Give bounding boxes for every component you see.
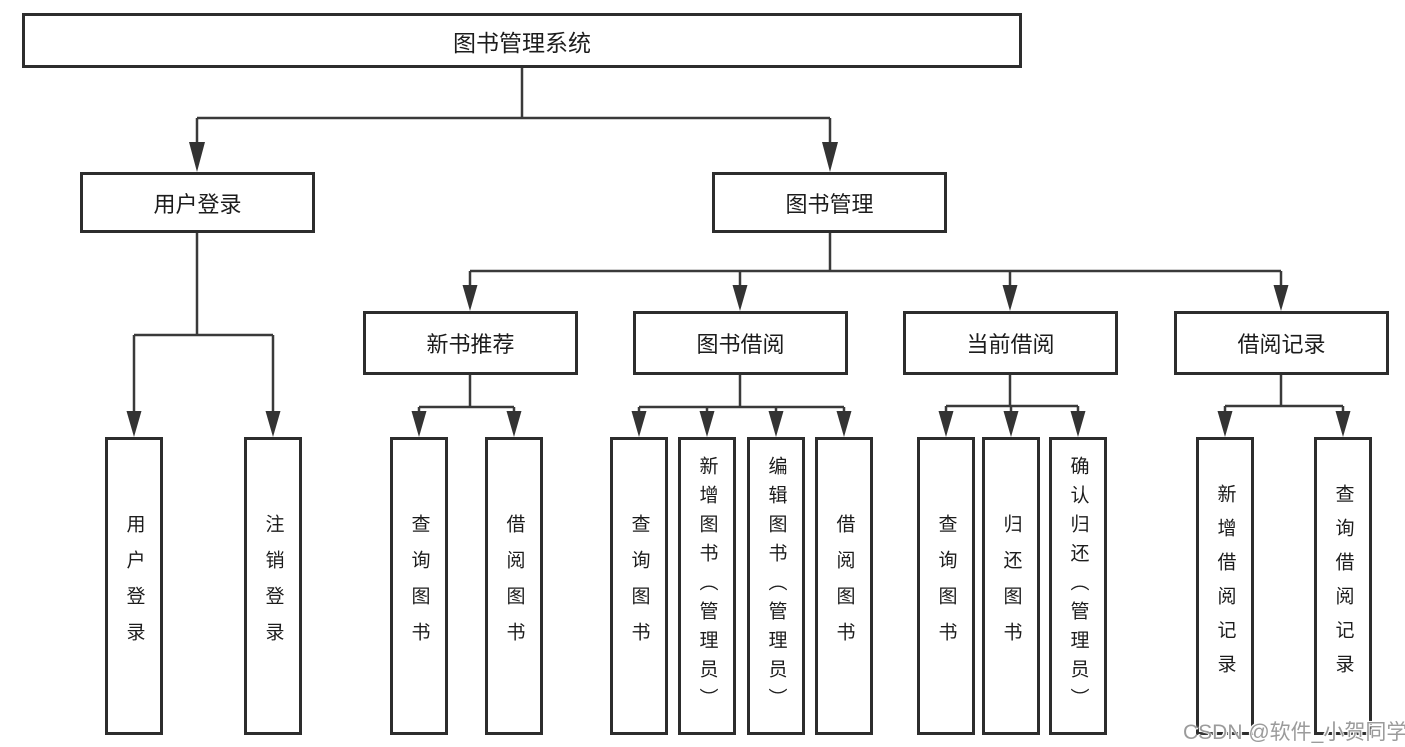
node-borrow-records: 借阅记录: [1174, 311, 1389, 375]
leaf-label: 借阅图书: [503, 514, 525, 658]
csdn-watermark: CSDN @软件_小贺同学: [1183, 721, 1405, 744]
leaf-logout: 注销登录: [244, 437, 302, 735]
leaf-add-borrow-record: 新增借阅记录: [1196, 437, 1254, 735]
leaf-label: 用户登录: [123, 514, 145, 658]
leaf-confirm-return-admin: 确认归还（管理员）: [1049, 437, 1107, 735]
leaf-borrow-books-1: 借阅图书: [485, 437, 543, 735]
arrowheads: [126, 142, 1351, 437]
leaf-label: 查询图书: [628, 514, 650, 658]
leaf-query-books-1: 查询图书: [390, 437, 448, 735]
node-book-borrow: 图书借阅: [633, 311, 848, 375]
node-label: 图书借阅: [696, 332, 785, 357]
node-label: 图书管理系统: [453, 29, 591, 56]
leaf-label: 注销登录: [262, 514, 284, 658]
node-label: 用户登录: [153, 191, 242, 217]
node-label: 借阅记录: [1237, 332, 1326, 357]
leaf-query-books-2: 查询图书: [610, 437, 668, 735]
leaf-borrow-books-2: 借阅图书: [815, 437, 873, 735]
leaf-label: 借阅图书: [833, 514, 855, 658]
leaf-label: 查询图书: [935, 514, 957, 658]
connector-group: [132, 68, 1345, 415]
leaf-query-borrow-record: 查询借阅记录: [1314, 437, 1372, 735]
leaf-label: 新增图书（管理员）: [696, 455, 718, 717]
node-label: 新书推荐: [426, 332, 515, 357]
node-current-borrow: 当前借阅: [903, 311, 1118, 375]
node-book-management: 图书管理: [712, 172, 947, 233]
leaf-label: 查询借阅记录: [1332, 484, 1354, 688]
node-library-management-system: 图书管理系统: [22, 13, 1022, 68]
leaf-return-books: 归还图书: [982, 437, 1040, 735]
leaf-label: 新增借阅记录: [1214, 484, 1236, 688]
leaf-user-login: 用户登录: [105, 437, 163, 735]
leaf-label: 编辑图书（管理员）: [765, 455, 787, 717]
leaf-query-books-3: 查询图书: [917, 437, 975, 735]
leaf-label: 查询图书: [408, 514, 430, 658]
leaf-edit-books-admin: 编辑图书（管理员）: [747, 437, 805, 735]
node-new-book-recommend: 新书推荐: [363, 311, 578, 375]
node-label: 图书管理: [785, 191, 874, 217]
leaf-label: 确认归还（管理员）: [1067, 455, 1089, 717]
node-label: 当前借阅: [966, 332, 1055, 357]
leaf-add-books-admin: 新增图书（管理员）: [678, 437, 736, 735]
leaf-label: 归还图书: [1000, 514, 1022, 658]
node-user-login: 用户登录: [80, 172, 315, 233]
